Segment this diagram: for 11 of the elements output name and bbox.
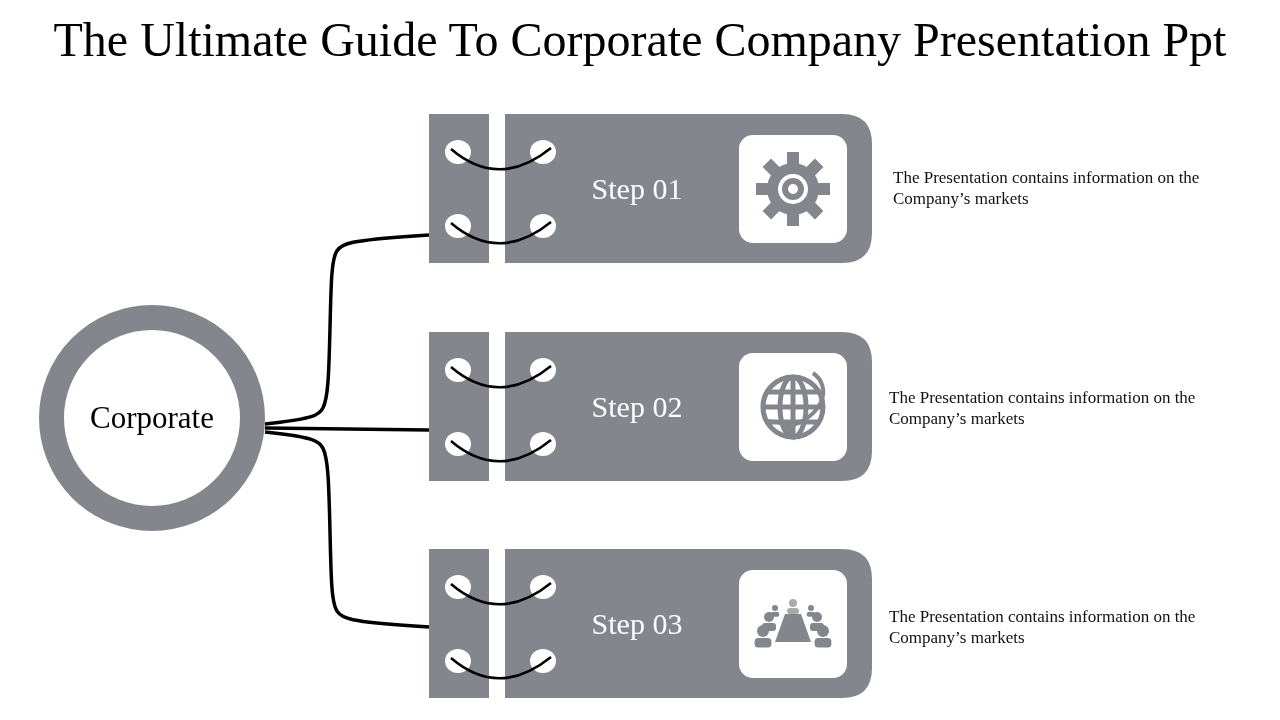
connector-line xyxy=(264,426,430,432)
connector-line xyxy=(264,233,430,426)
step-label: Step 02 xyxy=(591,389,683,424)
connector-line xyxy=(264,430,430,629)
step-label: Step 01 xyxy=(591,171,683,206)
node-label: Corporate xyxy=(90,400,214,436)
description-text: The Presentation contains information on the Company’s markets xyxy=(893,167,1201,209)
description-text: The Presentation contains information on the Company’s markets xyxy=(889,387,1197,429)
description-text: The Presentation contains information on the Company’s markets xyxy=(889,606,1197,648)
step-label: Step 03 xyxy=(591,606,683,641)
title: The Ultimate Guide To Corporate Company Presentation Ppt xyxy=(52,12,1228,67)
